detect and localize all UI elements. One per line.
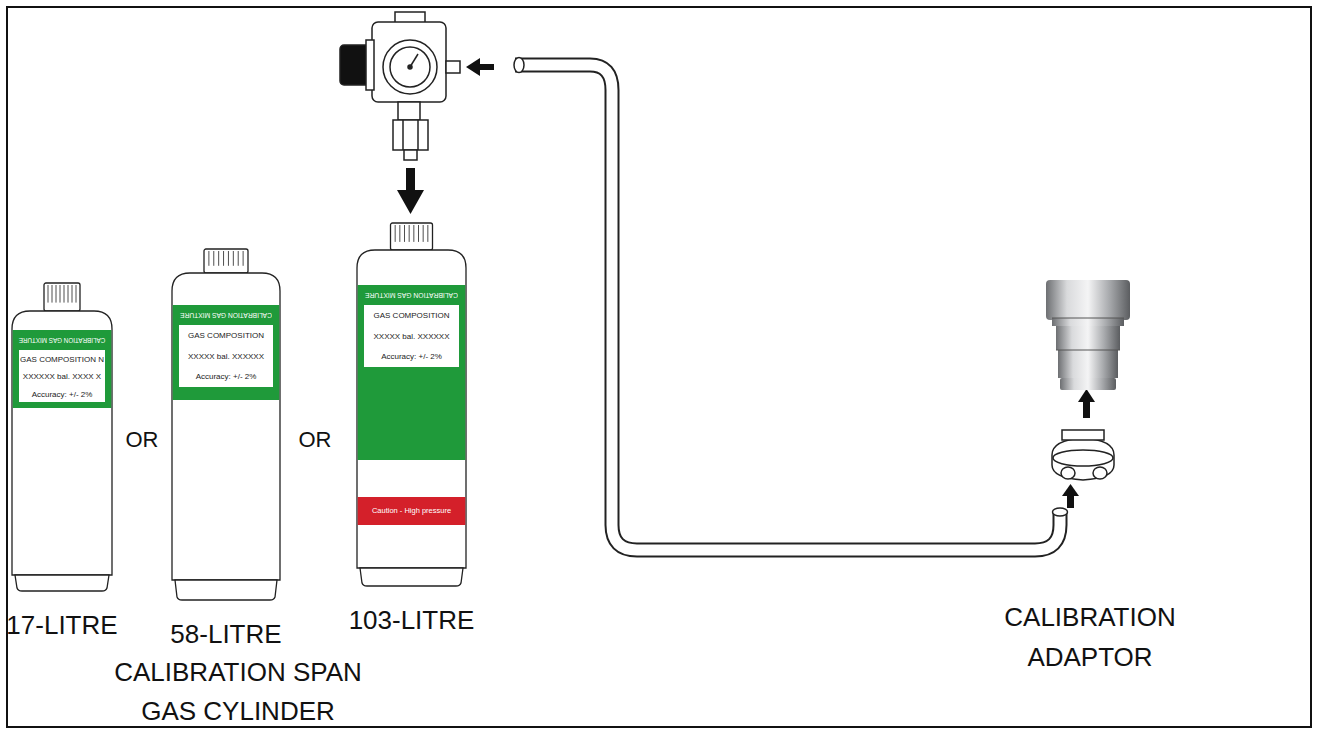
or-label: OR bbox=[295, 425, 335, 455]
cylinder-outline bbox=[357, 223, 466, 586]
label-text: GAS COMPOSITION bbox=[357, 308, 466, 325]
label-heading: CALIBRATION GAS MIXTURE bbox=[172, 309, 280, 321]
adaptor-fitting bbox=[1052, 430, 1114, 480]
regulator bbox=[340, 12, 460, 160]
gas-cylinder: CALIBRATION GAS MIXTURE GAS COMPOSITION N… bbox=[12, 283, 112, 591]
capacity-label: 103-LITRE bbox=[337, 601, 486, 640]
label-text: GAS COMPOSITION N bbox=[12, 353, 112, 366]
cylinder-outline bbox=[12, 283, 112, 591]
label-text: XXXXX bal. XXXXXX bbox=[357, 329, 466, 346]
part-label: CALIBRATION ADAPTOR bbox=[970, 597, 1210, 677]
label-text: XXXXX bal. XXXXXX bbox=[172, 349, 280, 366]
label-text: Accuracy: +/- 2% bbox=[172, 369, 280, 386]
tube bbox=[514, 58, 1068, 551]
label-heading: CALIBRATION GAS MIXTURE bbox=[357, 289, 466, 301]
calibration-adaptor bbox=[1046, 280, 1130, 390]
label-text: Accuracy: +/- 2% bbox=[357, 349, 466, 366]
arrows bbox=[397, 58, 1095, 508]
label-text: GAS COMPOSITION bbox=[172, 328, 280, 345]
label-text: XXXXXX bal. XXXX X bbox=[12, 370, 112, 383]
caption-label: CALIBRATION SPAN GAS CYLINDER bbox=[103, 653, 373, 730]
or-label: OR bbox=[122, 425, 162, 455]
gas-cylinder: CALIBRATION GAS MIXTURE GAS COMPOSITION XX… bbox=[172, 249, 280, 600]
warning-text: Caution - High pressure bbox=[357, 505, 466, 517]
cylinder-outline bbox=[172, 249, 280, 600]
capacity-label: 17-LITRE bbox=[0, 606, 132, 645]
capacity-label: 58-LITRE bbox=[152, 615, 300, 654]
gas-cylinder: CALIBRATION GAS MIXTURE GAS COMPOSITION XX… bbox=[357, 223, 466, 586]
label-heading: CALIBRATION GAS MIXTURE bbox=[12, 334, 112, 346]
label-text: Accuracy: +/- 2% bbox=[12, 388, 112, 401]
